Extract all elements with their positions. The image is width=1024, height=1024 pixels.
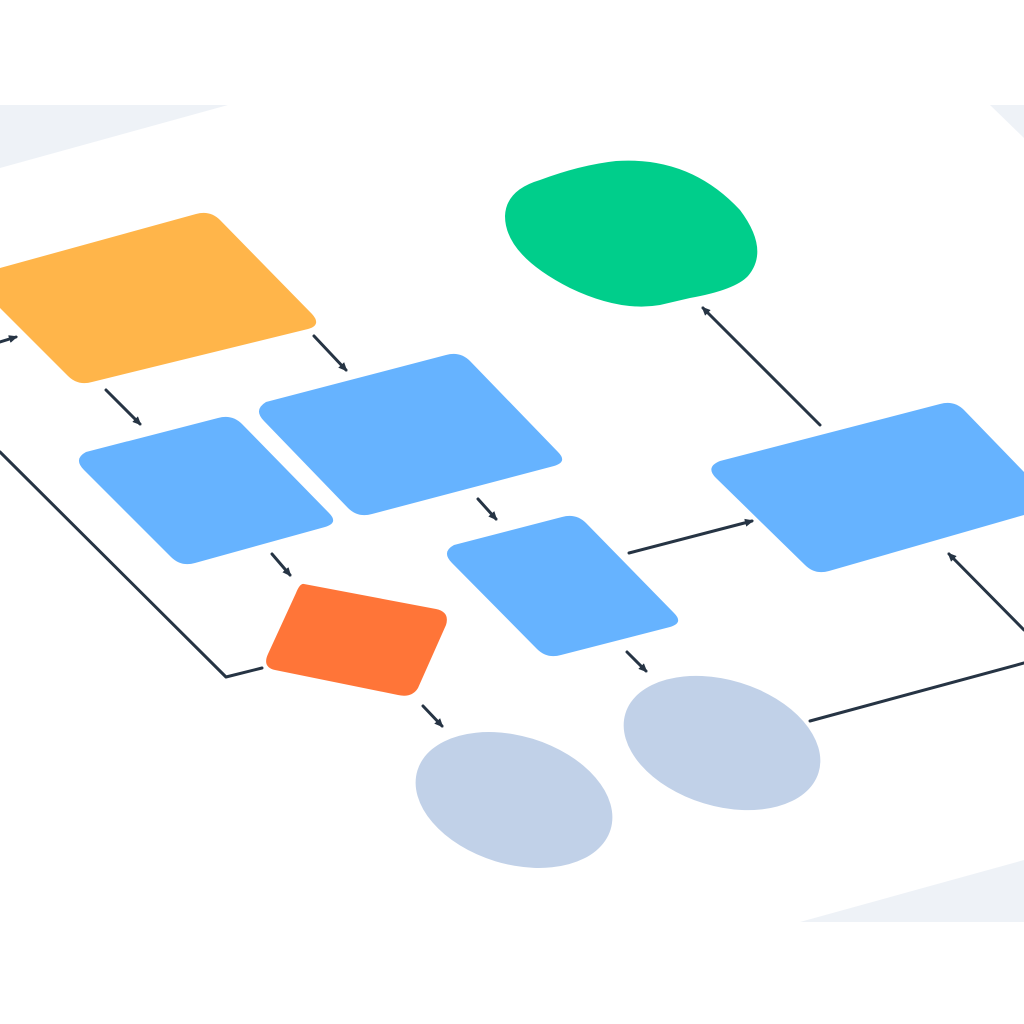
process-shape-3[interactable] bbox=[446, 515, 679, 657]
process-shape-2[interactable] bbox=[258, 353, 563, 516]
connector-process-1-to-decision bbox=[270, 552, 292, 577]
connector-start-to-process-1 bbox=[104, 388, 142, 426]
terminal-shape-2[interactable] bbox=[607, 653, 837, 833]
decision-shape[interactable] bbox=[266, 583, 447, 696]
connector-terminal-2-out bbox=[808, 661, 1024, 723]
connector-decision-to-terminal-1 bbox=[421, 704, 444, 728]
end-shape[interactable] bbox=[505, 160, 758, 307]
connector-process-2-to-process-3 bbox=[476, 497, 498, 521]
connector-start-to-process-2 bbox=[312, 334, 348, 372]
connector-process-3-to-process-4 bbox=[627, 518, 754, 555]
process-shape-4[interactable] bbox=[711, 402, 1024, 573]
board-shadow-right bbox=[990, 105, 1024, 138]
connector-into-process-4 bbox=[947, 552, 1024, 632]
process-shape-1[interactable] bbox=[78, 416, 334, 565]
connector-loop-into-start bbox=[0, 335, 18, 344]
connector-process-4-to-end bbox=[701, 306, 822, 427]
start-shape[interactable] bbox=[0, 212, 317, 384]
connector-process-3-to-terminal-2 bbox=[625, 650, 648, 673]
connectors bbox=[0, 306, 1024, 728]
connector-decision-loop-back bbox=[0, 450, 264, 679]
board-shadow-bottom bbox=[800, 860, 1024, 922]
board bbox=[0, 105, 1024, 922]
board-shadow-left bbox=[0, 105, 228, 168]
terminal-shape-1[interactable] bbox=[399, 709, 630, 890]
